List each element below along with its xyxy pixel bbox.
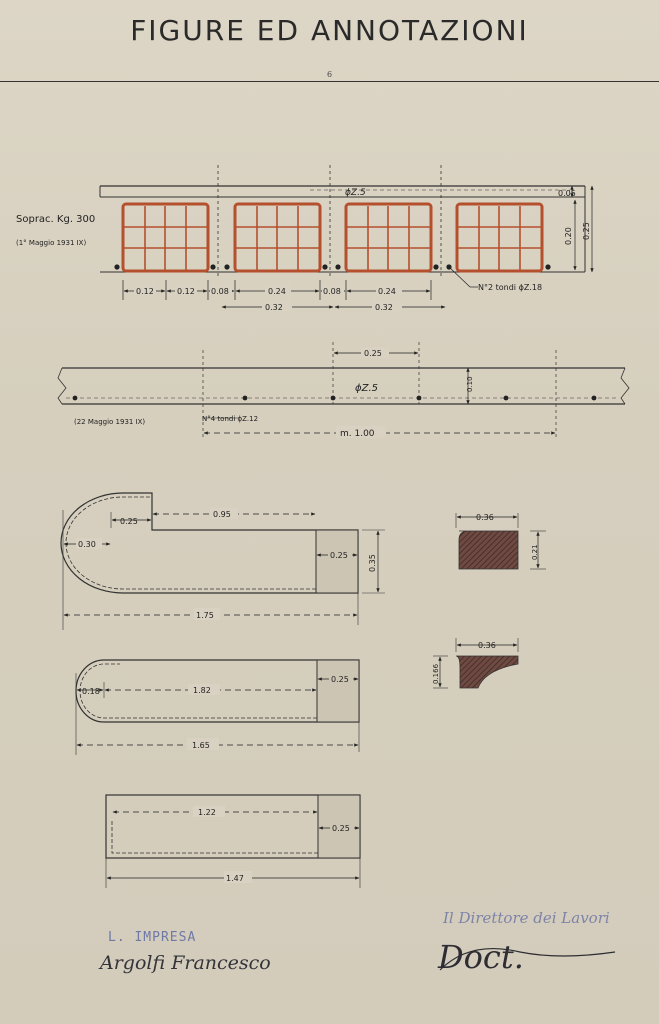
slab-rebar-label: N°2 tondi ϕZ.18 (478, 283, 542, 292)
beam-date-label: (22 Maggio 1931 IX) (74, 418, 145, 426)
dim-slab-block: 0.20 (564, 227, 573, 245)
beam-section: 0.25 ϕZ.5 0.10 (22 Maggio 1931 IX) N°4 t… (57, 342, 630, 440)
impresa-stamp: L. IMPRESA (108, 930, 197, 945)
dim-slab-b4: 0.24 (268, 287, 286, 296)
slab-bar-label: ϕZ.5 (345, 188, 366, 198)
dim-hook2-182: 1.82 (193, 686, 211, 695)
page-number: 6 (326, 70, 333, 79)
profile1-height: 0.21 (531, 544, 539, 560)
slab-load-label: Soprac. Kg. 300 (16, 214, 95, 225)
dim-slab-top: 0.05 (558, 189, 576, 198)
hook-bar-2: 0.18 1.82 0.25 1.65 (75, 659, 360, 755)
header-rule (0, 81, 659, 82)
dim-hook1-025b: 0.25 (330, 551, 348, 560)
dim-slab-b2: 0.12 (177, 287, 195, 296)
dim-slab-b3: 0.08 (211, 287, 229, 296)
profile2-width: 0.36 (478, 641, 496, 650)
beam-rebar-label: N°4 tondi ϕZ.12 (202, 415, 258, 423)
dim-hook3-122: 1.22 (198, 808, 216, 817)
dim-hook2-018: 0.18 (82, 687, 100, 696)
dim-hook1-030: 0.30 (78, 540, 96, 549)
dim-beam-length: m. 1.00 (340, 429, 375, 439)
dim-hook2-025: 0.25 (331, 675, 349, 684)
hollow-block (121, 202, 210, 273)
dim-hook1-035: 0.35 (368, 554, 377, 572)
dim-slab-b5: 0.08 (323, 287, 341, 296)
dim-slab-span1: 0.32 (265, 303, 283, 312)
profile2-height: 0.166 (432, 663, 440, 684)
page-title: FIGURE ED ANNOTAZIONI (130, 14, 529, 47)
dim-slab-b6: 0.24 (378, 287, 396, 296)
direttore-signature: Doct. (438, 938, 524, 976)
impresa-signature: Argolfi Francesco (100, 952, 271, 974)
hollow-block (344, 202, 433, 273)
rebar-dots (114, 264, 551, 270)
direttore-stamp: Il Direttore dei Lavori (443, 909, 610, 927)
slab-date-label: (1° Maggio 1931 IX) (16, 239, 86, 247)
dim-hook3-025: 0.25 (332, 824, 350, 833)
dim-hook1-025a: 0.25 (120, 517, 138, 526)
dim-hook3-147: 1.47 (226, 874, 244, 883)
hook-bar-1: 0.25 0.95 0.30 0.25 0.35 1.75 (60, 492, 385, 630)
dim-slab-b1: 0.12 (136, 287, 154, 296)
hollow-block (455, 202, 544, 273)
beam-bar-label: ϕZ.5 (355, 383, 378, 394)
hook-bar-3: 1.22 0.25 1.47 (105, 794, 361, 888)
beam-rebar-dots (72, 395, 597, 401)
dim-slab-span2: 0.32 (375, 303, 393, 312)
dim-hook2-165: 1.65 (192, 741, 210, 750)
profile-section-1: 0.36 0.21 (455, 513, 546, 570)
dim-slab-total: 0.25 (582, 222, 591, 240)
dim-beam-height: 0.10 (466, 376, 474, 392)
dim-hook1-095: 0.95 (213, 510, 231, 519)
profile1-width: 0.36 (476, 513, 494, 522)
hollow-block (233, 202, 322, 273)
dim-hook1-175: 1.75 (196, 611, 214, 620)
profile-section-2: 0.36 0.166 (432, 638, 519, 689)
dim-beam-spacing: 0.25 (364, 349, 382, 358)
slab-section: ϕZ.5 (16, 165, 594, 312)
signature-flourish (439, 947, 616, 971)
